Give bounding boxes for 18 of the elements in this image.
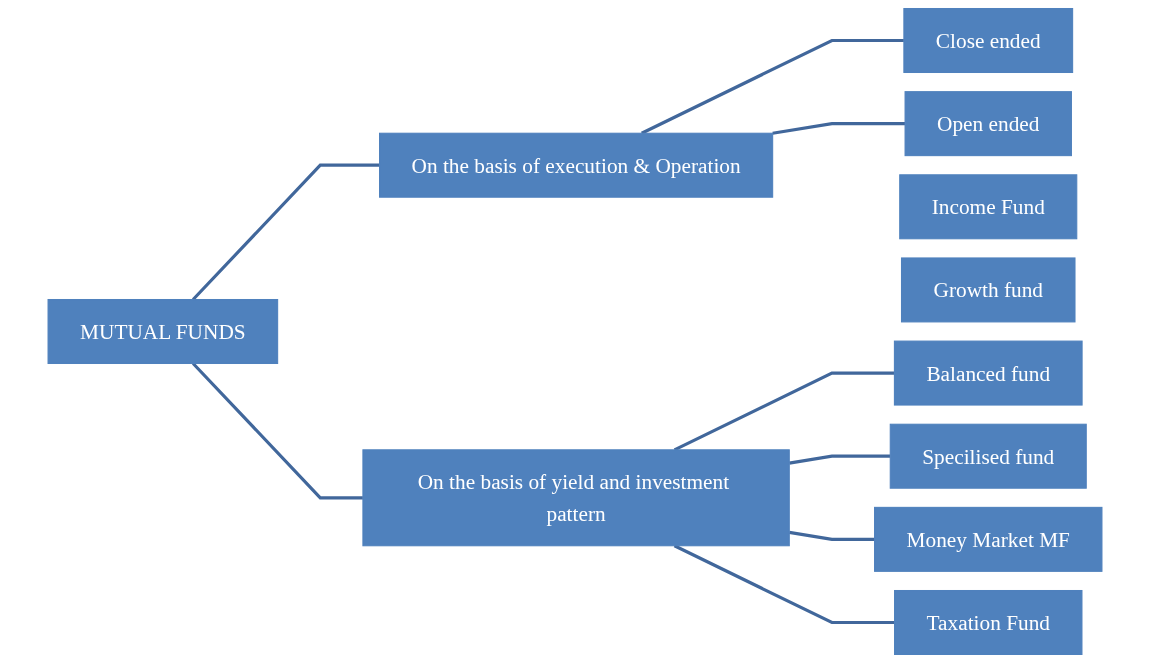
connector: [789, 454, 891, 465]
node-box: Close ended: [903, 8, 1074, 73]
node-box: On the basis of execution & Operation: [379, 132, 774, 198]
node-box: Income Fund: [899, 174, 1078, 240]
connector: [789, 530, 875, 541]
connector: [191, 362, 363, 500]
connector: [673, 544, 895, 625]
connector: [641, 38, 904, 135]
node-box: Money Market MF: [874, 506, 1103, 572]
node-box: MUTUAL FUNDS: [47, 299, 279, 364]
connector: [191, 163, 380, 301]
node-box: On the basis of yield and investment pattern: [362, 449, 790, 547]
node-box: Open ended: [904, 91, 1072, 157]
node-box: Taxation Fund: [894, 590, 1083, 655]
connector: [772, 122, 906, 135]
node-box: Balanced fund: [893, 340, 1083, 406]
node-box: Growth fund: [900, 257, 1076, 323]
node-box: Specilised fund: [889, 423, 1087, 489]
